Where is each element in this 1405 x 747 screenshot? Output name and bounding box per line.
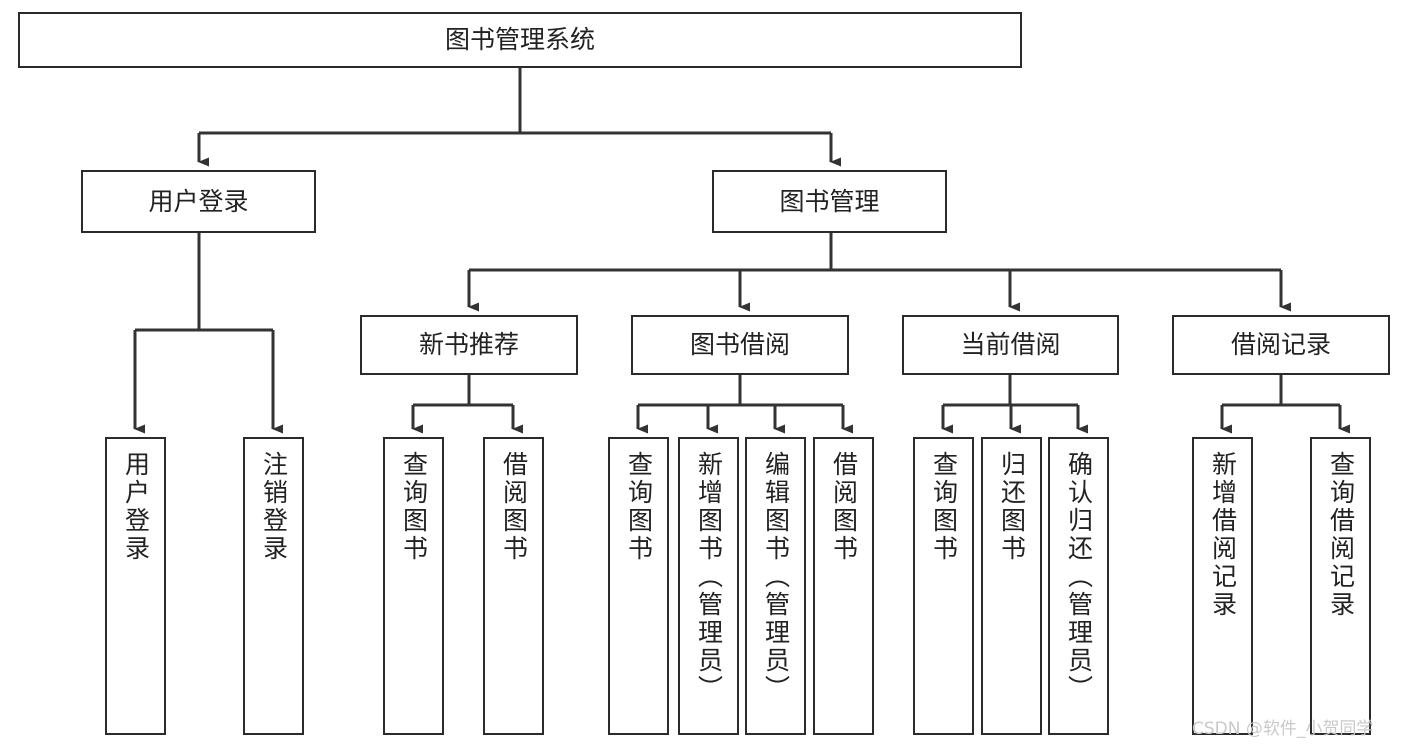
node-borrow-record-label: 借阅记录 xyxy=(1230,330,1331,359)
node-leaf-confirm-return-admin-label: 确认归还（管理员） xyxy=(1064,451,1094,703)
node-book-management-label: 图书管理 xyxy=(779,186,880,216)
node-user-login-label: 用户登录 xyxy=(148,186,249,216)
node-leaf-confirm-return-admin[interactable]: 确认归还（管理员） xyxy=(1048,437,1109,735)
node-leaf-borrow-book[interactable]: 借阅图书 xyxy=(813,437,874,735)
node-leaf-edit-book-admin[interactable]: 编辑图书（管理员） xyxy=(745,437,806,735)
node-new-book-recommend-label: 新书推荐 xyxy=(418,330,519,359)
node-root[interactable]: 图书管理系统 xyxy=(18,12,1022,68)
node-leaf-query-book-current[interactable]: 查询图书 xyxy=(913,437,974,735)
node-book-borrow[interactable]: 图书借阅 xyxy=(631,315,849,375)
node-leaf-add-borrow-record[interactable]: 新增借阅记录 xyxy=(1192,437,1253,735)
node-book-borrow-label: 图书借阅 xyxy=(689,330,790,359)
node-leaf-borrow-book-recommend[interactable]: 借阅图书 xyxy=(483,437,544,735)
node-new-book-recommend[interactable]: 新书推荐 xyxy=(360,315,578,375)
node-leaf-edit-book-admin-label: 编辑图书（管理员） xyxy=(761,451,791,703)
node-user-login[interactable]: 用户登录 xyxy=(81,170,316,233)
node-leaf-logout[interactable]: 注销登录 xyxy=(243,437,304,735)
node-root-label: 图书管理系统 xyxy=(444,25,595,54)
node-leaf-query-book-current-label: 查询图书 xyxy=(929,451,959,563)
node-leaf-add-borrow-record-label: 新增借阅记录 xyxy=(1208,451,1238,619)
node-current-borrow[interactable]: 当前借阅 xyxy=(902,315,1119,375)
node-leaf-query-borrow-record-label: 查询借阅记录 xyxy=(1326,451,1356,619)
csdn-watermark: CSDN @软件_小贺同学 xyxy=(1192,719,1374,739)
node-leaf-query-borrow-record[interactable]: 查询借阅记录 xyxy=(1310,437,1371,735)
node-book-management[interactable]: 图书管理 xyxy=(712,170,947,233)
node-leaf-add-book-admin[interactable]: 新增图书（管理员） xyxy=(678,437,739,735)
node-leaf-user-login[interactable]: 用户登录 xyxy=(105,437,166,735)
node-leaf-query-book-borrow-label: 查询图书 xyxy=(624,451,654,563)
node-leaf-borrow-book-label: 借阅图书 xyxy=(829,451,859,563)
node-leaf-logout-label: 注销登录 xyxy=(259,451,289,563)
node-leaf-return-book[interactable]: 归还图书 xyxy=(981,437,1042,735)
node-leaf-add-book-admin-label: 新增图书（管理员） xyxy=(694,451,724,703)
node-current-borrow-label: 当前借阅 xyxy=(960,330,1061,359)
node-leaf-query-book-recommend-label: 查询图书 xyxy=(399,451,429,563)
node-leaf-return-book-label: 归还图书 xyxy=(997,451,1027,563)
node-leaf-query-book-recommend[interactable]: 查询图书 xyxy=(383,437,444,735)
node-leaf-user-login-label: 用户登录 xyxy=(121,451,151,563)
node-borrow-record[interactable]: 借阅记录 xyxy=(1172,315,1390,375)
node-leaf-borrow-book-recommend-label: 借阅图书 xyxy=(499,451,529,563)
node-leaf-query-book-borrow[interactable]: 查询图书 xyxy=(608,437,669,735)
